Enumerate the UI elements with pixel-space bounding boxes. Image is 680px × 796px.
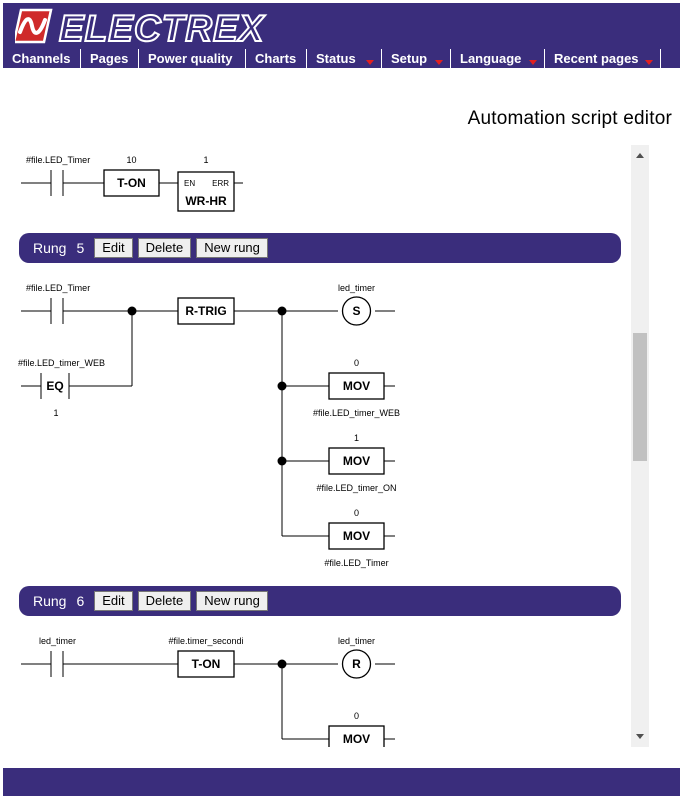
scroll-up-arrow-icon[interactable] [636, 153, 644, 158]
junction-dot [127, 306, 137, 316]
contact-variable: #file.LED_timer_WEB [18, 358, 105, 368]
menu-power-quality[interactable]: Power quality [139, 49, 246, 71]
compare-parameter: 1 [53, 408, 58, 418]
header-bar: ELECTREX Channels Pages Power quality Ch… [3, 3, 680, 71]
mov-destination: #file.LED_Timer [324, 558, 388, 568]
function-block-r-trig[interactable]: R-TRIG [177, 297, 235, 325]
menu-charts-label: Charts [255, 51, 297, 66]
block-en-pin: EN [184, 179, 195, 188]
function-block-ton[interactable]: T-ON [177, 650, 235, 678]
mov-value: 0 [354, 508, 359, 518]
menu-language-label: Language [460, 51, 522, 66]
menu-channels[interactable]: Channels [3, 49, 81, 71]
mov-destination: #file.LED_timer_ON [316, 483, 396, 493]
main-menu: Channels Pages Power quality Charts Stat… [3, 49, 661, 71]
contact-variable: led_timer [39, 636, 76, 646]
junction-dot [277, 456, 287, 466]
block-label: MOV [343, 379, 370, 393]
chevron-down-icon [366, 60, 374, 65]
footer-bar [3, 768, 680, 796]
menu-recent-pages-label: Recent pages [554, 51, 639, 66]
mov-value: 0 [354, 358, 359, 368]
menu-recent-pages[interactable]: Recent pages [545, 49, 661, 71]
chevron-down-icon [529, 60, 537, 65]
menu-language[interactable]: Language [451, 49, 545, 71]
mov-value: 0 [354, 711, 359, 721]
block-label: MOV [343, 529, 370, 543]
chevron-down-icon [645, 60, 653, 65]
delete-rung-button[interactable]: Delete [137, 238, 192, 258]
edit-rung-button[interactable]: Edit [94, 238, 133, 258]
mov-destination: #file.LED_timer_WEB [313, 408, 400, 418]
block-parameter: #file.timer_secondi [168, 636, 243, 646]
new-rung-button[interactable]: New rung [196, 238, 268, 258]
block-label: T-ON [192, 657, 221, 671]
compare-eq-label: EQ [46, 379, 63, 393]
block-err-pin: ERR [212, 179, 229, 188]
electrex-logo[interactable]: ELECTREX [15, 6, 275, 46]
menu-status[interactable]: Status [307, 49, 382, 71]
function-block-mov[interactable]: MOV [328, 372, 385, 400]
scroll-thumb[interactable] [633, 333, 647, 461]
function-block-mov[interactable]: MOV [328, 447, 385, 475]
block-label: WR-HR [185, 194, 227, 208]
coil-variable: led_timer [338, 283, 375, 293]
chevron-down-icon [435, 60, 443, 65]
block-label: T-ON [117, 176, 146, 190]
menu-power-quality-label: Power quality [148, 51, 233, 66]
page-title: Automation script editor [467, 108, 672, 129]
menu-status-label: Status [316, 51, 356, 66]
coil-variable: led_timer [338, 636, 375, 646]
scroll-down-arrow-icon[interactable] [636, 734, 644, 739]
function-block-wr-hr[interactable]: EN ERR WR-HR [177, 171, 235, 212]
edit-rung-button[interactable]: Edit [94, 591, 133, 611]
block-label: R-TRIG [185, 304, 226, 318]
logo-wordmark: ELECTREX [59, 8, 266, 46]
contact-variable: #file.LED_Timer [26, 155, 90, 165]
delete-rung-button[interactable]: Delete [137, 591, 192, 611]
menu-setup-label: Setup [391, 51, 428, 66]
menu-channels-label: Channels [12, 51, 71, 66]
junction-dot [277, 306, 287, 316]
menu-pages[interactable]: Pages [81, 49, 139, 71]
mov-value: 1 [354, 433, 359, 443]
vertical-scrollbar[interactable] [631, 145, 649, 747]
new-rung-button[interactable]: New rung [196, 591, 268, 611]
menu-charts[interactable]: Charts [246, 49, 307, 71]
menu-setup[interactable]: Setup [382, 49, 451, 71]
block-label: MOV [343, 732, 370, 746]
block-label: MOV [343, 454, 370, 468]
block-parameter: 1 [203, 155, 208, 165]
function-block-ton[interactable]: T-ON [103, 169, 160, 197]
coil-set[interactable]: S [341, 296, 372, 326]
function-block-mov[interactable]: MOV [328, 522, 385, 550]
coil-label: S [352, 304, 360, 318]
ladder-editor: #file.LED_Timer T-ON 10 EN ERR WR-HR 1 #… [3, 145, 649, 747]
contact-variable: #file.LED_Timer [26, 283, 90, 293]
ladder-diagram: #file.LED_Timer T-ON 10 EN ERR WR-HR 1 #… [18, 155, 400, 747]
junction-dot [277, 381, 287, 391]
block-parameter: 10 [126, 155, 136, 165]
coil-reset[interactable]: R [341, 649, 372, 679]
menu-pages-label: Pages [90, 51, 129, 66]
function-block-mov[interactable]: MOV [328, 725, 385, 747]
junction-dot [277, 659, 287, 669]
coil-label: R [352, 657, 361, 671]
